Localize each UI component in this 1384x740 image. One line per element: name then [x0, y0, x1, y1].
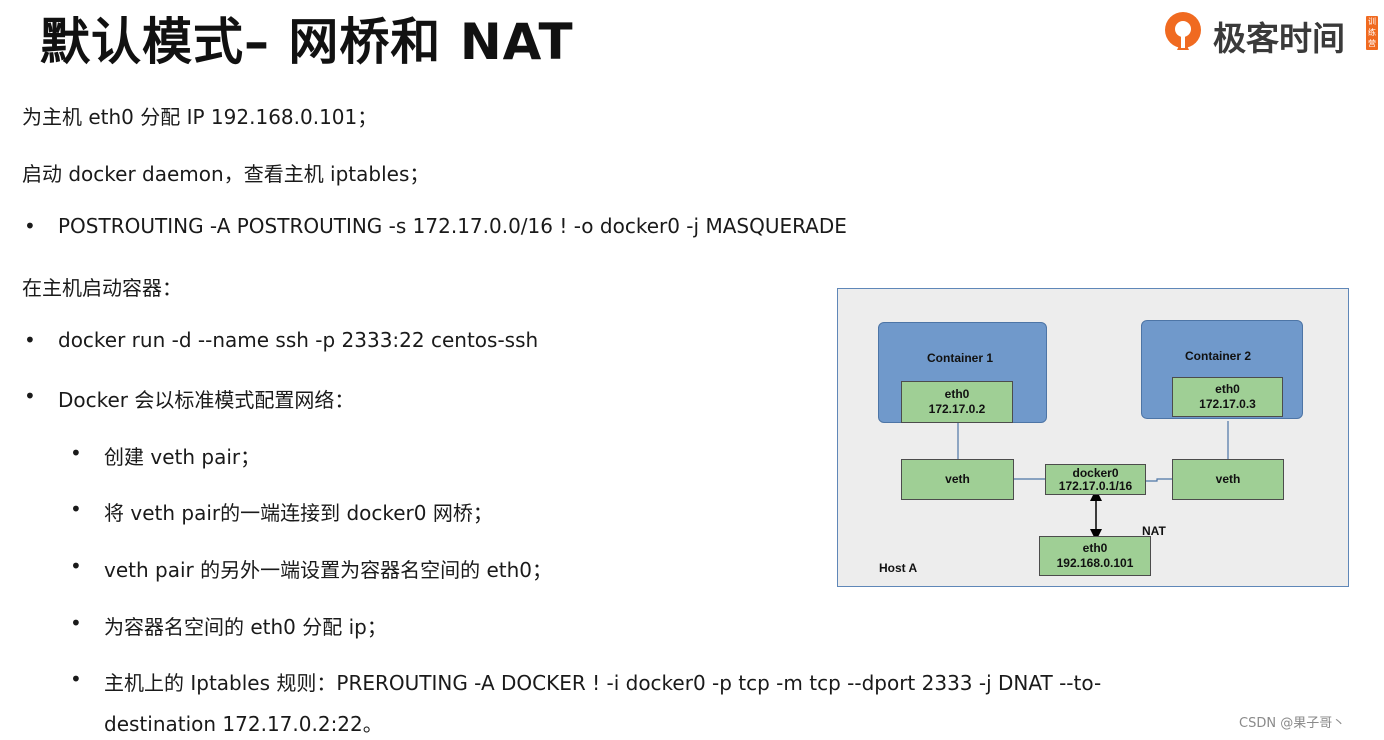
page-title: 默认模式– 网桥和 NAT: [40, 13, 574, 71]
container-2-eth0-name: eth0: [1215, 382, 1240, 396]
docker0-ip: 172.17.0.1/16: [1058, 478, 1133, 493]
host-eth0-name: eth0: [1082, 541, 1108, 555]
bullet-docker-run: docker run -d --name ssh -p 2333:22 cent…: [24, 328, 538, 352]
sub-bullet-docker0-bridge: 将 veth pair的一端连接到 docker0 网桥；: [70, 497, 493, 526]
link-bridge-veth-right: [1145, 478, 1172, 482]
geektime-logo-icon: [1165, 12, 1201, 50]
logo-text: 极客时间: [1213, 19, 1345, 58]
container-1-eth0: eth0 172.17.0.2: [901, 381, 1013, 423]
bullet-docker-network: Docker 会以标准模式配置网络：: [24, 384, 354, 413]
container-2-eth0-ip: 172.17.0.3: [1199, 397, 1256, 411]
sub-bullet-iptables-rule: 主机上的 Iptables 规则：PREROUTING -A DOCKER ! …: [70, 667, 1101, 696]
text-line-1: 为主机 eth0 分配 IP 192.168.0.101；: [22, 105, 378, 129]
bullet-postrouting: POSTROUTING -A POSTROUTING -s 172.17.0.0…: [24, 214, 847, 238]
network-diagram: Container 1 eth0 172.17.0.2 Container 2 …: [837, 288, 1349, 587]
diagram-connectors: [957, 421, 1229, 541]
text-line-4: 在主机启动容器：: [22, 276, 182, 300]
container-1-eth0-ip: 172.17.0.2: [928, 402, 986, 416]
veth-left: veth: [901, 459, 1014, 500]
veth-right-label: veth: [1215, 472, 1241, 486]
docker0-bridge: docker0 172.17.0.1/16: [1045, 464, 1146, 495]
nat-label: NAT: [1142, 524, 1166, 538]
logo: 极客时间 训练营: [1163, 10, 1378, 58]
container-1-eth0-name: eth0: [944, 387, 970, 401]
container-2-title: Container 2: [1185, 349, 1252, 363]
container-2-eth0: eth0 172.17.0.3: [1172, 377, 1283, 417]
sub-bullet-container-eth0: veth pair 的另外一端设置为容器名空间的 eth0；: [70, 554, 552, 583]
host-label: Host A: [879, 561, 918, 575]
watermark: CSDN @果子哥丶: [1239, 716, 1346, 731]
host-eth0: eth0 192.168.0.101: [1039, 536, 1151, 576]
host-eth0-ip: 192.168.0.101: [1056, 556, 1134, 570]
veth-right: veth: [1172, 459, 1284, 500]
logo-tag: 训练营: [1366, 16, 1378, 50]
iptables-rule-continuation: destination 172.17.0.2:22。: [104, 712, 383, 736]
container-1-title: Container 1: [927, 351, 994, 365]
text-line-2: 启动 docker daemon，查看主机 iptables；: [22, 162, 430, 186]
sub-bullet-assign-ip: 为容器名空间的 eth0 分配 ip；: [70, 611, 387, 640]
veth-left-label: veth: [945, 472, 970, 486]
docker0-name: docker0: [1072, 465, 1119, 480]
sub-bullet-veth-pair: 创建 veth pair；: [70, 441, 260, 470]
